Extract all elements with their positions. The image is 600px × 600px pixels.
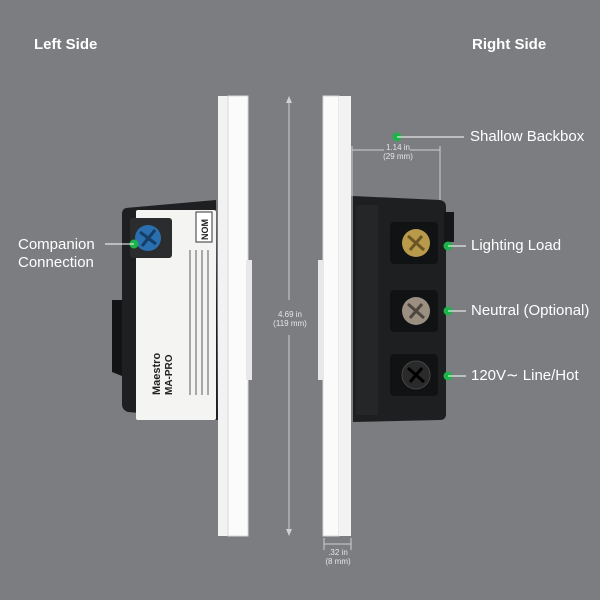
left-plate-inner — [218, 96, 228, 536]
left-plate-outer — [227, 95, 249, 537]
right-device — [318, 95, 454, 537]
depth-mm: (29 mm) — [383, 152, 413, 161]
height-mm: (119 mm) — [273, 319, 307, 328]
depth-dimension — [351, 146, 441, 200]
device-model: MA-PRO — [164, 354, 175, 395]
companion-callout: Companion Connection — [18, 236, 95, 272]
label-fine-print — [189, 250, 209, 395]
lighting-load-callout: Lighting Load — [471, 237, 562, 254]
height-label: 4.69 in (119 mm) — [268, 310, 312, 328]
right-plate-inner — [339, 96, 351, 536]
plate-dimension — [323, 538, 352, 550]
device-brand: Maestro — [151, 353, 163, 395]
nom-mark: NOM — [200, 219, 210, 240]
companion-line-1: Companion — [18, 236, 95, 253]
plate-mm: (8 mm) — [325, 557, 351, 566]
depth-label: 1.14 in (29 mm) — [376, 143, 420, 161]
shallow-backbox-callout: Shallow Backbox — [470, 128, 585, 145]
companion-line-2: Connection — [18, 254, 94, 271]
neutral-callout: Neutral (Optional) — [471, 302, 590, 319]
line-hot-callout: 120V∼ Line/Hot — [471, 367, 579, 384]
plate-in: .32 in — [328, 548, 348, 557]
left-side-heading: Left Side — [34, 36, 98, 53]
right-side-heading: Right Side — [472, 36, 547, 53]
left-device: Maestro MA-PRO NOM — [112, 95, 252, 537]
depth-in: 1.14 in — [385, 143, 411, 152]
right-plate-outer — [322, 95, 340, 537]
plate-label: .32 in (8 mm) — [316, 548, 360, 566]
height-in: 4.69 in — [277, 310, 303, 319]
height-dimension — [286, 96, 292, 536]
